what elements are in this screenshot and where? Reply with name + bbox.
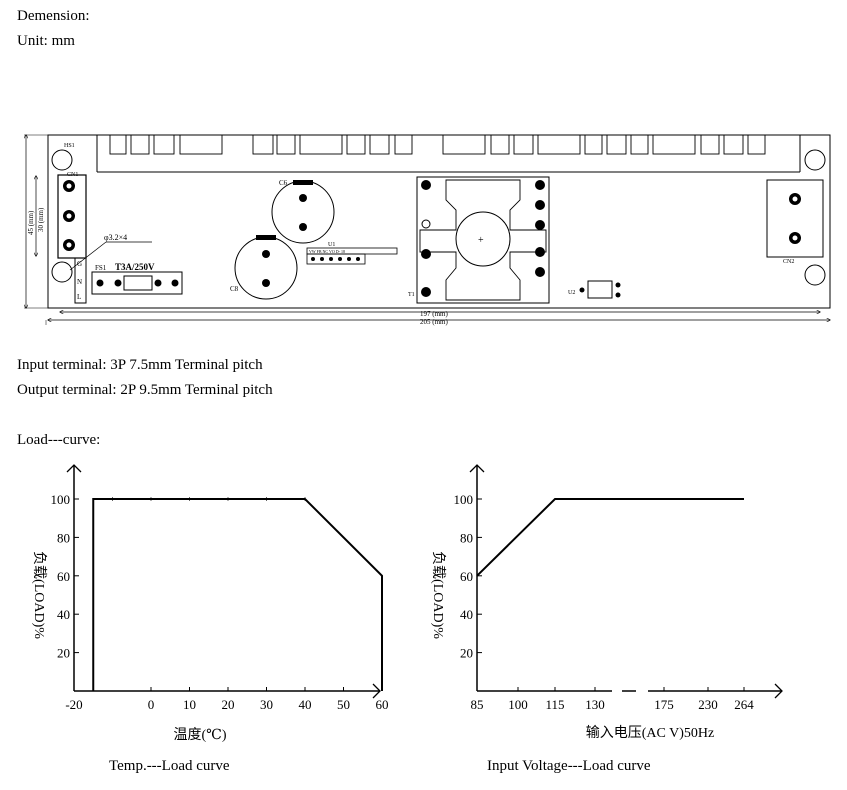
chart1-x-arrow [372, 683, 381, 699]
capacitor-c6 [271, 180, 335, 244]
chart2-ytick-label: 100 [454, 492, 474, 507]
mount-hole [51, 261, 73, 283]
mount-hole [804, 264, 826, 286]
chart2-ytick-label: 80 [460, 530, 473, 545]
cn1-connector [57, 174, 87, 259]
chart2-x-arrow [774, 683, 783, 699]
chart2-xlabel: 输入电压(AC V)50Hz [586, 725, 714, 741]
heatsink-fins [109, 134, 766, 155]
c6-label: C6 [279, 179, 288, 187]
l-label: L [77, 293, 81, 301]
chart1-xtick-label: 0 [148, 697, 155, 712]
mount-hole [804, 149, 826, 171]
chart2-ytick-label: 40 [460, 607, 473, 622]
fuse-label: T3A/250V [115, 262, 155, 272]
chart1-y-arrow [66, 464, 82, 473]
fuse-fs1 [91, 271, 183, 295]
chart1-xtick-label: -20 [65, 697, 82, 712]
chart1-ytick-label: 100 [51, 492, 71, 507]
cn2-label: CN2 [783, 259, 794, 265]
chart1-ytick-label: 60 [57, 569, 70, 584]
dim-45: 45 (mm) [27, 210, 35, 235]
chart2-caption: Input Voltage---Load curve [487, 758, 651, 774]
chart2-xtick-label: 100 [508, 697, 528, 712]
chart2-ytick-label: 20 [460, 646, 473, 661]
u2-label: U2 [568, 290, 575, 296]
chart2-ytick-label: 60 [460, 569, 473, 584]
chart1-series-line [92, 498, 383, 691]
chart2-xtick-label: 175 [654, 697, 674, 712]
chart2-xtick-label: 130 [585, 697, 605, 712]
chart1-xtick-label: 60 [376, 697, 389, 712]
hole-label: φ3.2×4 [104, 233, 127, 242]
fs1-label: FS1 [95, 264, 107, 272]
load-curve-heading: Load---curve: [17, 432, 101, 448]
pcb-outline [47, 134, 831, 309]
unit-label: Unit: mm [17, 33, 75, 49]
n-label: N [77, 278, 82, 286]
dim-205: 205 (mm) [420, 318, 448, 326]
chart2-ylabel: 负载(LOAD)% [430, 551, 446, 639]
chart1-ylabel: 负载(LOAD)% [31, 551, 47, 639]
chart1-xtick-label: 40 [299, 697, 312, 712]
chart1-xlabel: 温度(℃) [174, 727, 227, 743]
c8-label: C8 [230, 285, 239, 293]
temp-load-chart: 负载(LOAD)% 温度(℃) 20 40 60 80 100 -20 0 10 20 30 40 5… [31, 464, 389, 743]
voltage-load-chart: 负载(LOAD)% 输入电压(AC V)50Hz 20 40 60 80 100 85 10… [430, 464, 783, 741]
chart1-xtick-label: 10 [183, 697, 196, 712]
pcb-dimension-drawing: G N L φ3.2×4 HS1 CN1 FS1 T3A/250V C6 C8 … [0, 0, 847, 326]
chart1-ytick-label: 80 [57, 530, 70, 545]
svg-text:+: + [478, 235, 484, 246]
mount-hole [51, 149, 73, 171]
chart1-caption: Temp.---Load curve [109, 758, 230, 774]
chart2-xtick-label: 264 [734, 697, 754, 712]
input-terminal-text: Input terminal: 3P 7.5mm Terminal pitch [17, 357, 263, 373]
dim-30: 30 (mm) [37, 207, 45, 232]
chart2-y-arrow [469, 464, 485, 473]
chart1-ytick-label: 40 [57, 607, 70, 622]
dim-197: 197 (mm) [420, 310, 448, 318]
cn1-label: CN1 [67, 172, 78, 178]
u1-label: U1 [328, 242, 335, 248]
chart1-ytick-label: 20 [57, 646, 70, 661]
chart2-xtick-label: 85 [471, 697, 484, 712]
t1-label: T1 [408, 292, 415, 298]
u1-pins-label: VW FB NC VO D- 18 [309, 249, 345, 254]
capacitor-c8 [234, 236, 298, 300]
chart2-xtick-label: 115 [545, 697, 564, 712]
chart1-xtick-label: 30 [260, 697, 273, 712]
hs1-label: HS1 [64, 143, 75, 149]
dimension-label: Demension: [17, 8, 90, 24]
chart2-series-line [476, 498, 744, 577]
output-terminal-text: Output terminal: 2P 9.5mm Terminal pitch [17, 382, 273, 398]
chart2-xtick-label: 230 [698, 697, 718, 712]
transformer-t1 [416, 176, 550, 304]
chart1-xtick-label: 20 [222, 697, 235, 712]
u2-chip [587, 280, 613, 299]
cn2-connector [766, 179, 824, 258]
g-label: G [77, 260, 82, 268]
chart1-xtick-label: 50 [337, 697, 350, 712]
